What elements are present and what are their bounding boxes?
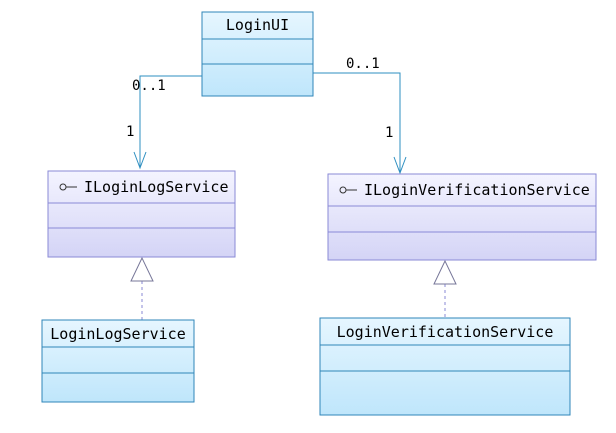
- class-loginui[interactable]: LoginUI: [201, 11, 314, 97]
- interface-iloginlogservice[interactable]: ILoginLogService: [47, 170, 236, 258]
- class-loginlogservice[interactable]: LoginLogService: [41, 319, 195, 403]
- multiplicity-target-verification: 1: [385, 125, 393, 141]
- multiplicity-source-log: 0..1: [132, 78, 166, 94]
- class-name: LoginLogService: [50, 325, 185, 343]
- class-name: ILoginLogService: [84, 178, 229, 196]
- multiplicity-source-verification: 0..1: [346, 56, 380, 72]
- realization-triangle: [130, 256, 154, 282]
- class-name: LoginVerificationService: [337, 323, 554, 341]
- class-name: LoginUI: [226, 16, 289, 34]
- realization-triangle: [433, 259, 457, 285]
- multiplicity-target-log: 1: [126, 124, 134, 140]
- interface-iloginverificationservice[interactable]: ILoginVerificationService: [327, 173, 597, 261]
- association-arrowhead: [393, 156, 407, 175]
- realization-loginverificationservice-to-iloginverificationservice[interactable]: [433, 259, 457, 318]
- class-name: ILoginVerificationService: [364, 181, 590, 199]
- association-loginui-to-iloginlogservice[interactable]: [133, 75, 202, 170]
- class-loginverificationservice[interactable]: LoginVerificationService: [319, 317, 571, 416]
- association-loginui-to-iloginverificationservice[interactable]: [313, 72, 407, 175]
- interface-lollipop-icon: [339, 186, 357, 194]
- realization-loginlogservice-to-iloginlogservice[interactable]: [130, 256, 154, 320]
- association-arrowhead: [133, 151, 147, 170]
- interface-lollipop-icon: [59, 183, 77, 191]
